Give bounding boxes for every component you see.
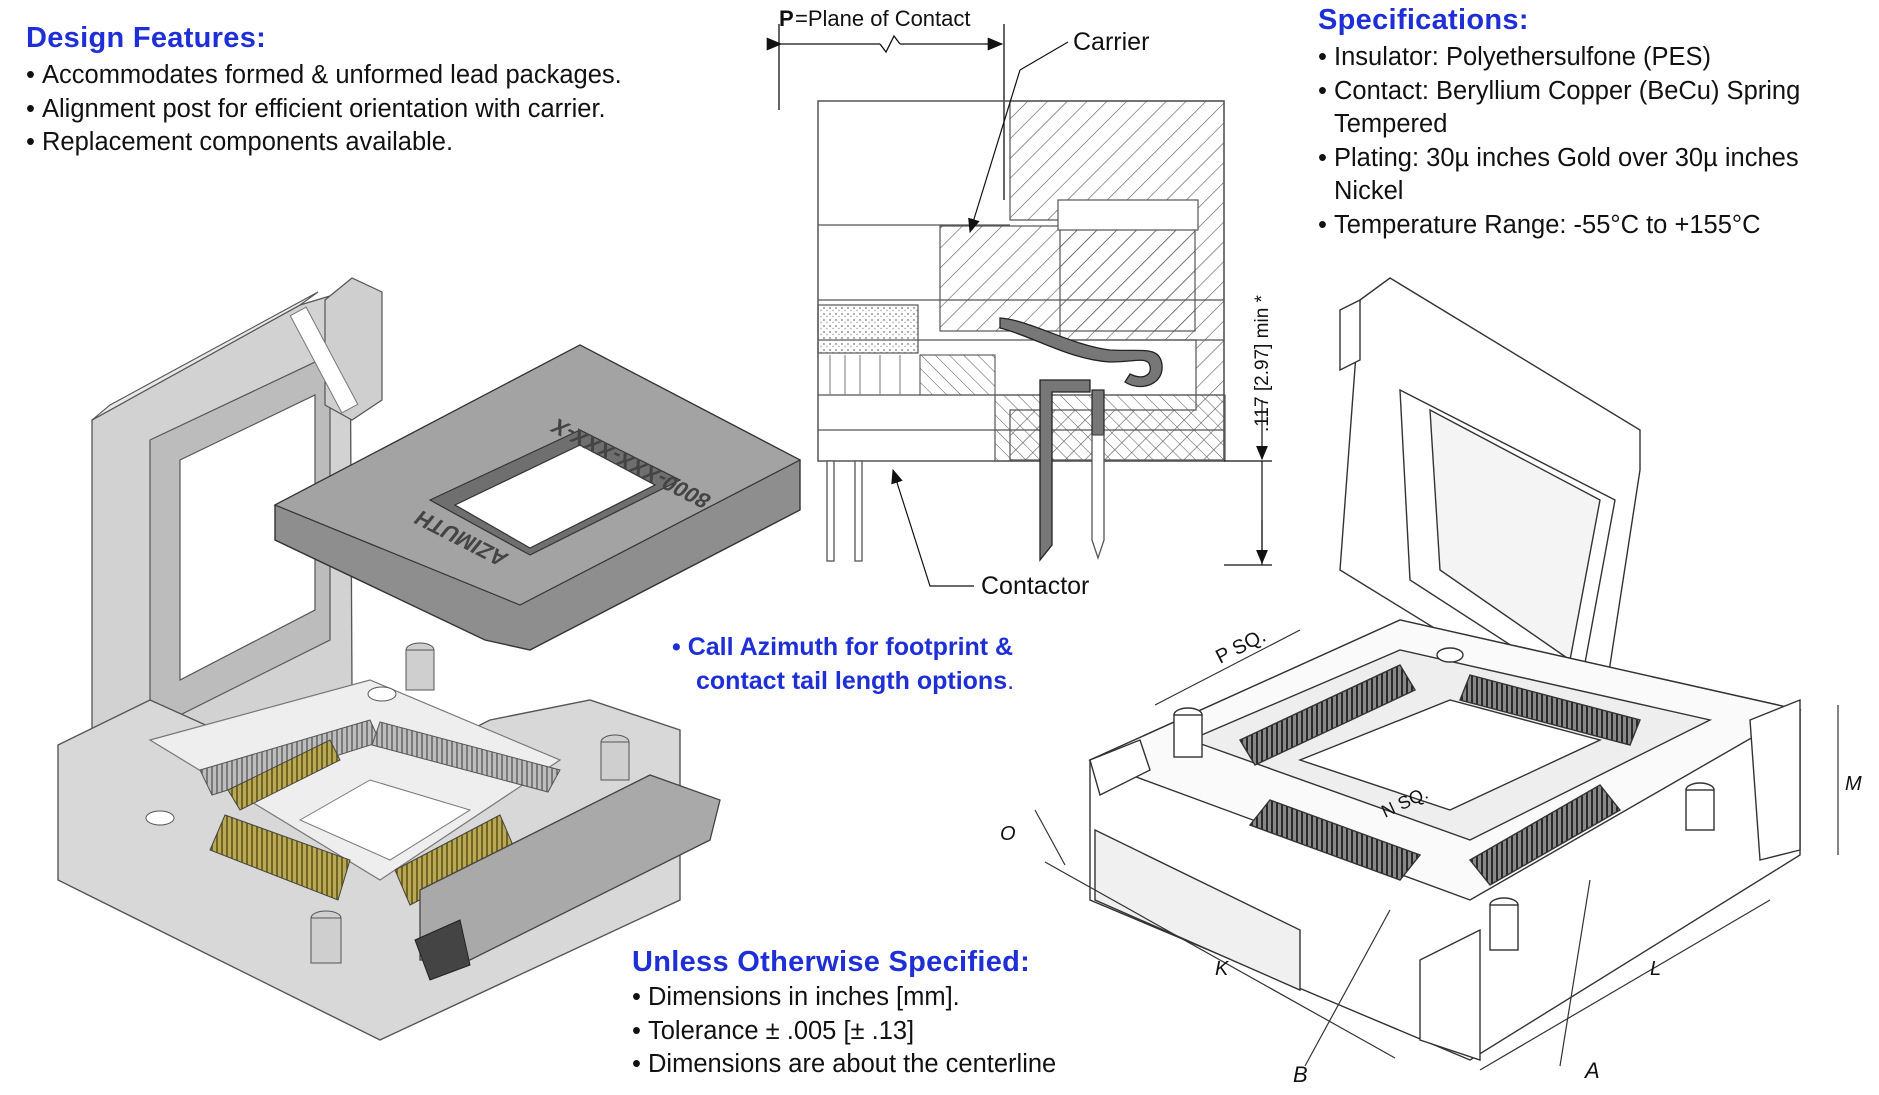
design-features-heading: Design Features: xyxy=(26,22,267,54)
specifications-list: Insulator: Polyethersulfone (PES) Contac… xyxy=(1318,41,1878,242)
design-features-section: Design Features: Accommodates formed & u… xyxy=(26,22,726,160)
design-features-list: Accommodates formed & unformed lead pack… xyxy=(26,59,726,160)
dim-a: A xyxy=(1583,1058,1600,1083)
plane-prefix: P xyxy=(779,6,794,31)
list-item: Temperature Range: -55°C to +155°C xyxy=(1318,209,1878,243)
plane-of-contact-label: =Plane of Contact xyxy=(795,6,971,31)
unless-specified-list: Dimensions in inches [mm]. Tolerance ± .… xyxy=(632,981,1192,1082)
socket-dimension-drawing xyxy=(1088,277,1802,1061)
unless-specified-section: Unless Otherwise Specified: Dimensions i… xyxy=(632,946,1192,1082)
list-item: Replacement components available. xyxy=(26,126,726,160)
dim-p-sq: P SQ. xyxy=(1212,625,1269,669)
callout-line-2: contact tail length options xyxy=(696,667,1008,695)
specifications-heading: Specifications: xyxy=(1318,4,1529,36)
dim-l: L xyxy=(1650,958,1661,980)
callout-line-1: • Call Azimuth for footprint & xyxy=(672,633,1014,661)
list-item: Insulator: Polyethersulfone (PES) xyxy=(1318,41,1878,75)
dim-k: K xyxy=(1215,958,1230,980)
height-dimension: .117 [2.97] min * xyxy=(1252,294,1273,432)
list-item: Tolerance ± .005 [± .13] xyxy=(632,1015,1192,1049)
specifications-section: Specifications: Insulator: Polyethersulf… xyxy=(1318,4,1878,242)
dim-m: M xyxy=(1845,773,1862,795)
socket-rendering-left: 8000-XXX-XXX-X AZIMUTH xyxy=(57,277,802,1041)
carrier-label: Carrier xyxy=(1073,28,1149,56)
dim-b: B xyxy=(1293,1062,1308,1087)
contactor-label: Contactor xyxy=(981,572,1089,600)
callout-line-2-wrap: contact tail length options. xyxy=(672,664,1014,698)
list-item: Dimensions in inches [mm]. xyxy=(632,981,1192,1015)
list-item: Dimensions are about the centerline xyxy=(632,1048,1192,1082)
list-item: Plating: 30µ inches Gold over 30µ inches… xyxy=(1318,142,1874,209)
dimension-lines xyxy=(1034,629,1839,1071)
dim-o: O xyxy=(1000,823,1016,845)
list-item: Alignment post for efficient orientation… xyxy=(26,93,726,127)
callout-line-2-suffix: . xyxy=(1007,667,1015,695)
list-item: Contact: Beryllium Copper (BeCu) Spring … xyxy=(1318,75,1804,142)
footprint-callout: • Call Azimuth for footprint & contact t… xyxy=(672,630,1014,698)
list-item: Accommodates formed & unformed lead pack… xyxy=(26,59,726,93)
section-view: P =Plane of Contact xyxy=(766,6,1273,600)
unless-specified-heading: Unless Otherwise Specified: xyxy=(632,946,1031,978)
